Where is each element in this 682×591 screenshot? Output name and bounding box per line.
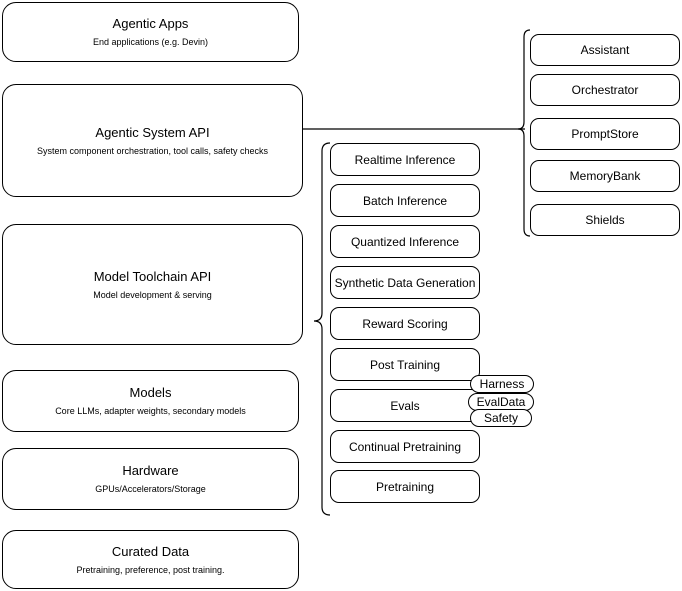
layer-title: Agentic System API — [95, 124, 210, 140]
layer-agentic-apps[interactable]: Agentic Apps End applications (e.g. Devi… — [2, 2, 299, 62]
layer-title: Agentic Apps — [112, 16, 189, 31]
system-item-promptstore[interactable]: PromptStore — [530, 118, 680, 150]
toolchain-item-realtime-inference[interactable]: Realtime Inference — [330, 143, 480, 176]
layer-subtitle: Core LLMs, adapter weights, secondary mo… — [55, 406, 246, 416]
layer-models[interactable]: Models Core LLMs, adapter weights, secon… — [2, 370, 299, 432]
toolchain-item-label: Continual Pretraining — [348, 439, 462, 454]
toolchain-item-label: Post Training — [369, 357, 441, 372]
toolchain-item-synthetic-data-generation[interactable]: Synthetic Data Generation — [330, 266, 480, 299]
layer-title: Curated Data — [111, 543, 190, 559]
system-item-label: Orchestrator — [571, 83, 639, 97]
toolchain-item-label: Reward Scoring — [362, 316, 448, 331]
toolchain-item-reward-scoring[interactable]: Reward Scoring — [330, 307, 480, 340]
toolchain-item-label: Evals — [390, 398, 420, 413]
layer-hardware[interactable]: Hardware GPUs/Accelerators/Storage — [2, 448, 299, 510]
toolchain-item-post-training[interactable]: Post Training — [330, 348, 480, 381]
evals-subcomponent-harness[interactable]: Harness — [470, 375, 534, 393]
system-item-label: PromptStore — [571, 127, 639, 141]
layer-model-toolchain-api[interactable]: Model Toolchain API Model development & … — [2, 224, 303, 345]
system-components-brace — [517, 29, 531, 237]
evals-subcomponent-label: EvalData — [476, 395, 526, 409]
layer-subtitle: Model development & serving — [93, 289, 212, 300]
evals-subcomponent-safety[interactable]: Safety — [470, 409, 532, 427]
layer-title: Hardware — [122, 463, 179, 478]
toolchain-item-continual-pretraining[interactable]: Continual Pretraining — [330, 430, 480, 463]
layer-curated-data[interactable]: Curated Data Pretraining, preference, po… — [2, 530, 299, 589]
layer-title: Model Toolchain API — [93, 268, 212, 284]
layer-subtitle: End applications (e.g. Devin) — [92, 37, 209, 47]
toolchain-item-quantized-inference[interactable]: Quantized Inference — [330, 225, 480, 258]
layer-subtitle: GPUs/Accelerators/Storage — [95, 484, 206, 494]
system-item-label: Assistant — [580, 43, 630, 57]
system-item-label: MemoryBank — [569, 169, 641, 183]
toolchain-item-label: Realtime Inference — [354, 152, 456, 167]
toolchain-item-pretraining[interactable]: Pretraining — [330, 470, 480, 503]
system-item-orchestrator[interactable]: Orchestrator — [530, 74, 680, 106]
system-item-memorybank[interactable]: MemoryBank — [530, 160, 680, 192]
layer-title: Models — [129, 385, 172, 400]
toolchain-item-label: Quantized Inference — [350, 234, 460, 249]
toolchain-item-label: Synthetic Data Generation — [334, 275, 476, 290]
evals-subcomponent-label: Safety — [483, 411, 519, 425]
toolchain-item-label: Batch Inference — [362, 193, 448, 208]
system-item-assistant[interactable]: Assistant — [530, 34, 680, 66]
toolchain-item-evals[interactable]: Evals — [330, 389, 480, 422]
evals-subcomponent-label: Harness — [479, 377, 525, 391]
toolchain-item-label: Pretraining — [375, 479, 435, 494]
system-item-label: Shields — [585, 213, 625, 227]
layer-subtitle: System component orchestration, tool cal… — [36, 145, 269, 156]
toolchain-item-batch-inference[interactable]: Batch Inference — [330, 184, 480, 217]
system-item-shields[interactable]: Shields — [530, 204, 680, 236]
layer-subtitle: Pretraining, preference, post training. — [76, 564, 225, 575]
layer-agentic-system-api[interactable]: Agentic System API System component orch… — [2, 84, 303, 197]
toolchain-components-brace — [313, 142, 331, 516]
